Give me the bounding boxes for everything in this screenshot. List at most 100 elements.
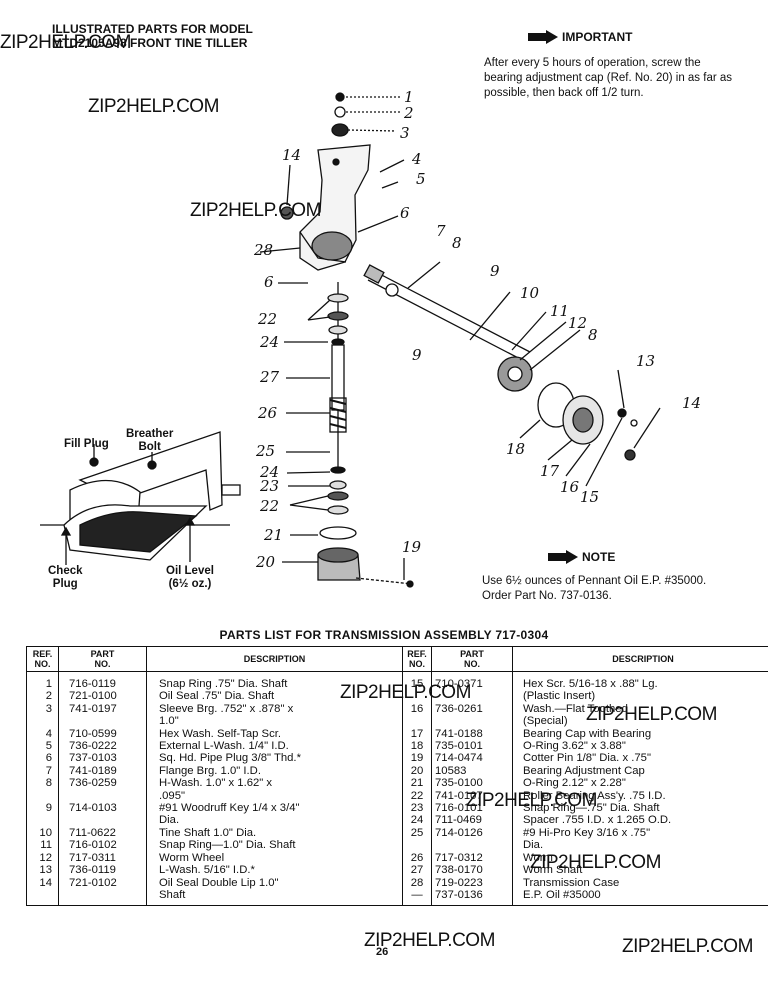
fill-plug-label: Fill Plug: [64, 438, 109, 450]
callout-4: 4: [412, 150, 422, 168]
part-cell: 721-0100: [58, 690, 147, 703]
description-cell: Sq. Hd. Pipe Plug 3/8" Thd.*: [146, 752, 403, 765]
ref-cell: [26, 814, 59, 827]
part-cell-2: 735-0100: [431, 777, 513, 790]
part-cell-2: 711-0469: [431, 814, 513, 827]
header-description-2: DESCRIPTION: [512, 646, 768, 672]
ref-cell-2: —: [402, 888, 432, 907]
description-cell-2: Snap Ring—.75" Dia. Shaft: [512, 802, 768, 815]
header-line-2: MTD2105A98 FRONT TINE TILLER: [52, 36, 248, 50]
part-cell-2: [431, 839, 513, 852]
ref-cell-2: 16: [402, 702, 432, 716]
part-cell: 737-0103: [58, 752, 147, 765]
callout-9b: 9: [412, 346, 422, 364]
part-cell: 716-0119: [58, 671, 147, 691]
header-ref: REF.NO.: [26, 646, 59, 672]
callout-24: 24: [260, 333, 280, 351]
ref-cell: [26, 888, 59, 907]
description-cell-2: Cotter Pin 1/8" Dia. x .75": [512, 752, 768, 765]
part-cell: [58, 814, 147, 827]
description-cell: #91 Woodruff Key 1/4 x 3/4": [146, 802, 403, 815]
callout-6b: 6: [264, 273, 274, 291]
callout-24b: 24: [260, 463, 280, 481]
part-cell: [58, 789, 147, 803]
description-cell: Flange Brg. 1.0" I.D.: [146, 764, 403, 778]
note-heading-text: NOTE: [582, 550, 616, 564]
callout-15: 15: [580, 488, 600, 506]
description-cell: Snap Ring—1.0" Dia. Shaft: [146, 839, 403, 852]
callout-16: 16: [560, 478, 580, 496]
arrow-right-icon: [548, 550, 578, 564]
ref-cell: 11: [26, 839, 59, 852]
description-cell-2: Spacer .755 I.D. x 1.265 O.D.: [512, 814, 768, 827]
part-cell-2: 737-0136: [431, 888, 513, 907]
note-body: Use 6½ ounces of Pennant Oil E.P. #35000…: [482, 575, 707, 602]
description-cell-2: Dia.: [512, 839, 768, 852]
ref-cell-2: 22: [402, 789, 432, 803]
description-cell: Tine Shaft 1.0" Dia.: [146, 826, 403, 840]
ref-cell: 10: [26, 826, 59, 840]
part-cell-2: 735-0101: [431, 740, 513, 753]
callout-18: 18: [506, 440, 526, 458]
ref-cell: 4: [26, 727, 59, 741]
part-cell-2: 741-0188: [431, 727, 513, 741]
ref-cell-2: 17: [402, 727, 432, 741]
callout-20: 20: [256, 553, 276, 571]
description-cell-2: Transmission Case: [512, 876, 768, 889]
description-cell: Dia.: [146, 814, 403, 827]
description-cell-2: Bearing Adjustment Cap: [512, 764, 768, 778]
ref-cell-2: 15: [402, 671, 432, 691]
check-plug-label: Check Plug: [48, 565, 83, 591]
callout-14b: 14: [682, 394, 702, 412]
description-cell-2: Wash.—Flat Toothed: [512, 702, 768, 716]
callout-8: 8: [452, 234, 462, 252]
part-cell-2: 714-0474: [431, 752, 513, 765]
description-cell: Oil Seal .75" Dia. Shaft: [146, 690, 403, 703]
callout-6: 6: [400, 204, 410, 222]
watermark: ZIP2HELP.COM: [586, 704, 717, 725]
callout-25: 25: [256, 442, 276, 460]
part-cell: 721-0102: [58, 876, 147, 889]
watermark: ZIP2HELP.COM: [0, 32, 131, 53]
part-cell: 716-0102: [58, 839, 147, 852]
description-cell-2: (Special): [512, 715, 768, 728]
ref-cell-2: 24: [402, 814, 432, 827]
oil-level-label: Oil Level (6½ oz.): [166, 565, 214, 591]
arrow-right-icon: [528, 30, 558, 44]
description-cell: 1.0": [146, 715, 403, 728]
part-cell-2: 714-0126: [431, 826, 513, 840]
callout-22: 22: [258, 310, 278, 328]
important-heading: IMPORTANT: [528, 30, 632, 44]
part-cell: 736-0259: [58, 777, 147, 790]
ref-cell: 2: [26, 690, 59, 703]
ref-cell-2: 18: [402, 740, 432, 753]
description-cell: .095": [146, 789, 403, 803]
parts-list-title: PARTS LIST FOR TRANSMISSION ASSEMBLY 717…: [219, 628, 549, 642]
watermark: ZIP2HELP.COM: [190, 200, 321, 221]
description-cell: L-Wash. 5/16" I.D.*: [146, 864, 403, 877]
part-cell-2: 717-0312: [431, 851, 513, 865]
part-cell-2: 741-0107: [431, 789, 513, 803]
part-cell-2: 719-0223: [431, 876, 513, 889]
description-cell-2: Worm Shaft: [512, 864, 768, 877]
ref-cell-2: 21: [402, 777, 432, 790]
note-heading: NOTE: [548, 550, 615, 564]
oil-level-label-line1: Oil Level: [166, 565, 214, 577]
callout-3: 3: [400, 124, 410, 142]
callout-27: 27: [260, 368, 280, 386]
header-ref-2: REF.NO.: [402, 646, 432, 672]
ref-cell-2: 20: [402, 764, 432, 778]
ref-cell: 5: [26, 740, 59, 753]
